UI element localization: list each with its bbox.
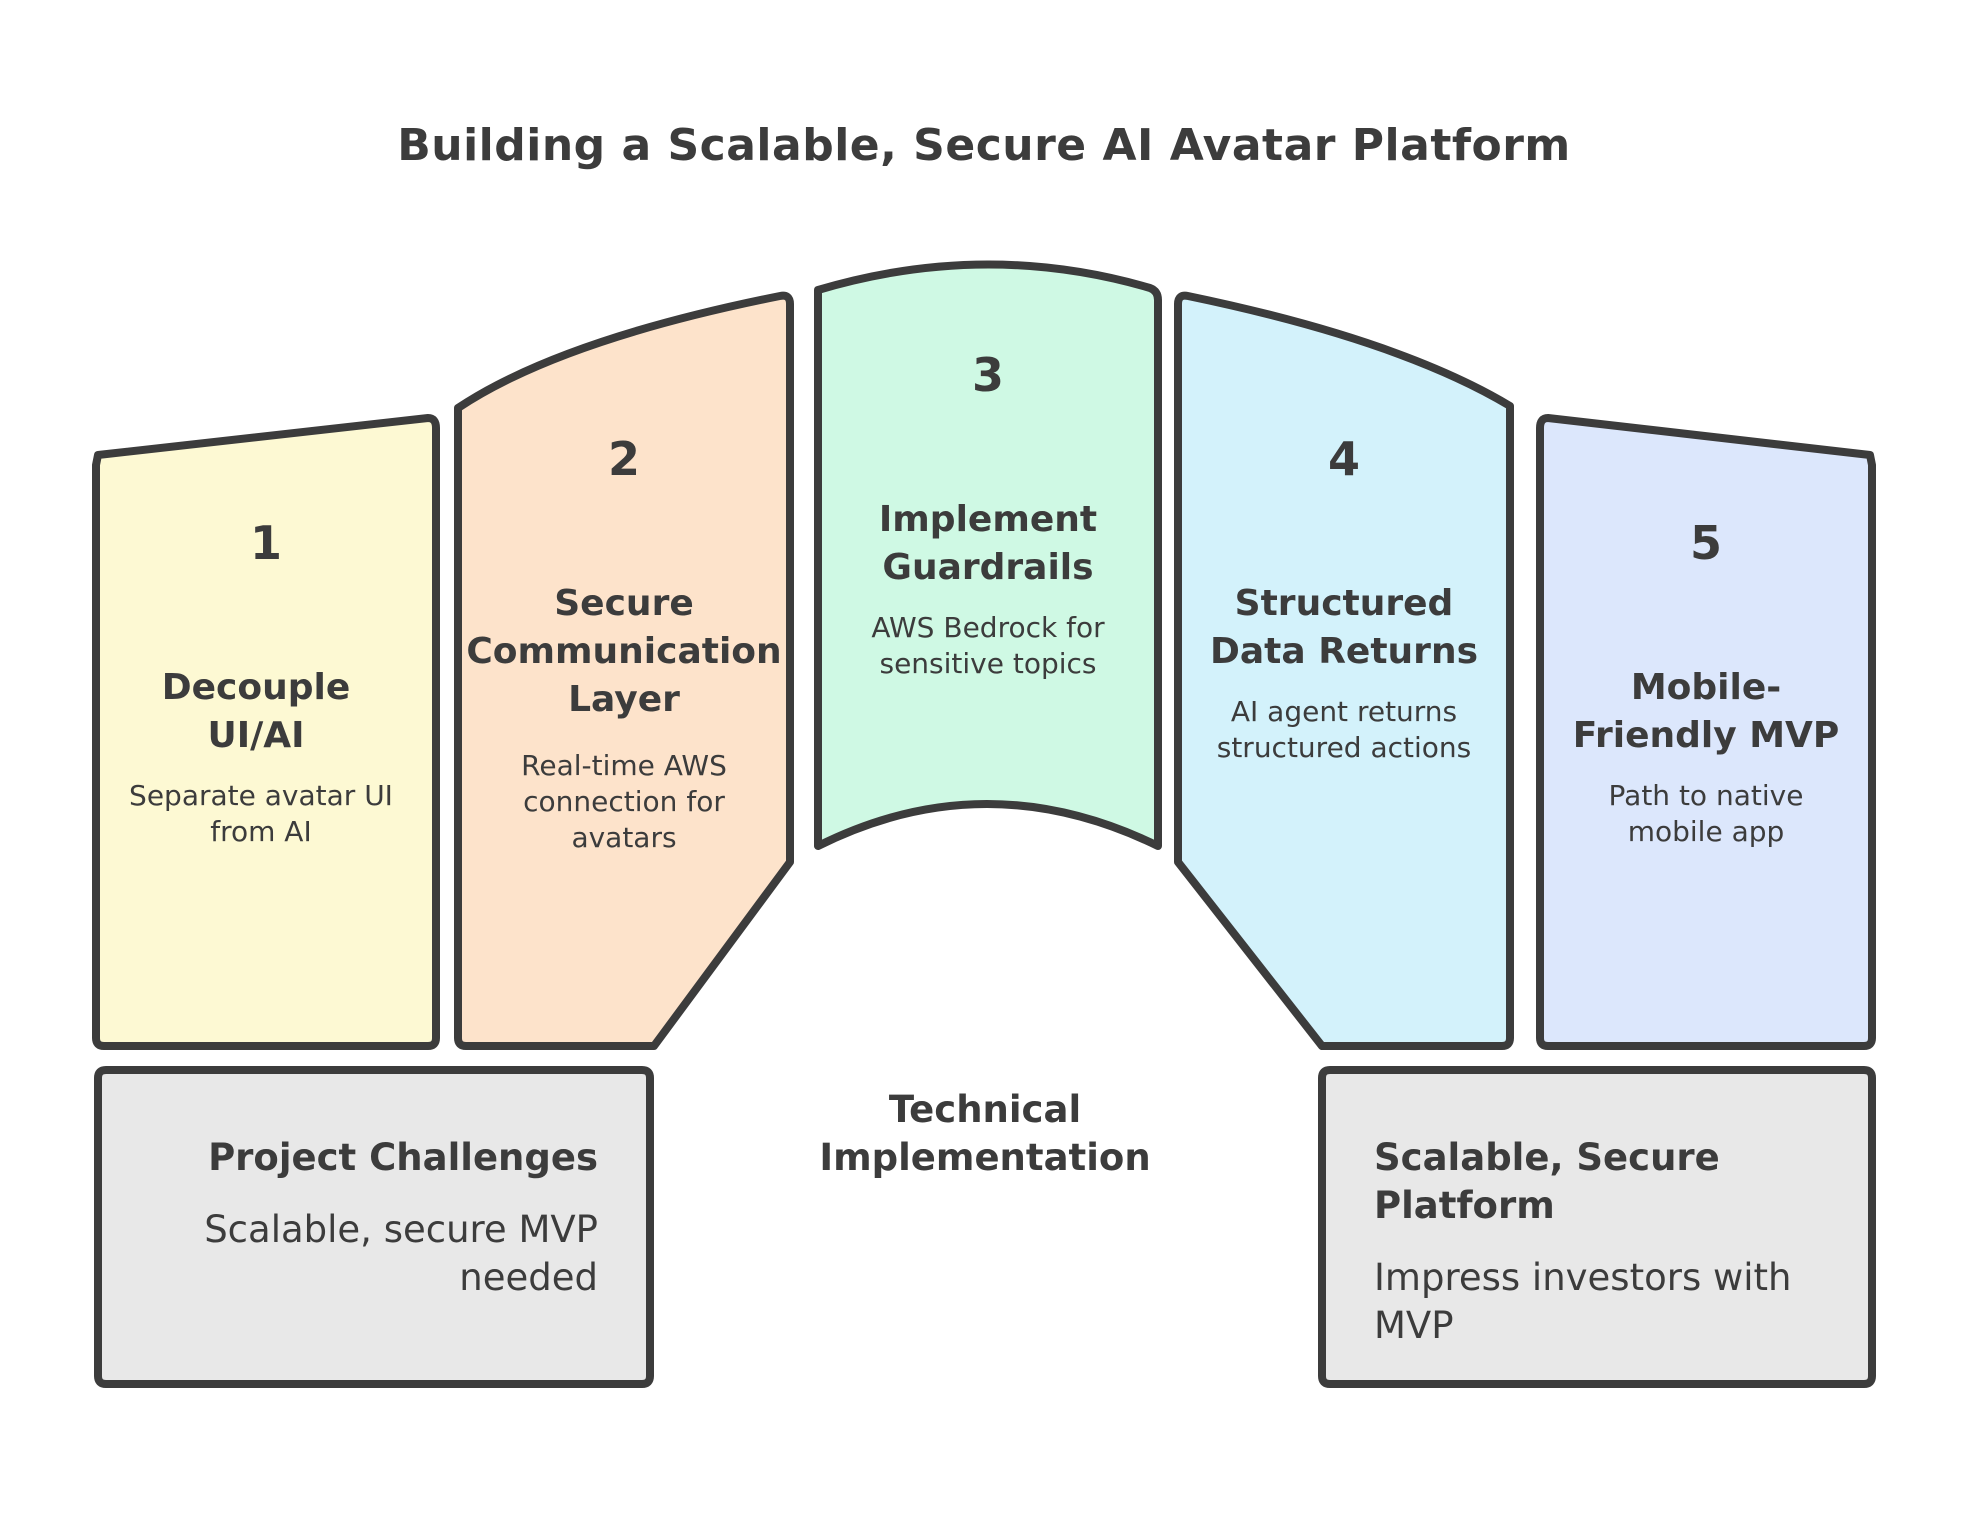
step-4-panel xyxy=(1174,291,1514,1050)
challenges-description: Scalable, secure MVP needed xyxy=(204,1208,598,1299)
step-3-description: AWS Bedrock for sensitive topics xyxy=(871,611,1105,680)
outcome-description: Impress investors with MVP xyxy=(1374,1256,1792,1347)
step-1-title: Decouple UI/AI xyxy=(161,667,351,756)
step-5-description: Path to native mobile app xyxy=(1608,779,1804,848)
step-3-panel xyxy=(814,260,1162,850)
step-4-number: 4 xyxy=(1327,432,1360,486)
center-label: Technical Implementation xyxy=(819,1088,1151,1179)
step-5-panel xyxy=(1536,414,1876,1050)
step-1-number: 1 xyxy=(249,516,282,570)
outcome-title: Scalable, Secure Platform xyxy=(1374,1136,1720,1227)
step-2-number: 2 xyxy=(607,432,640,486)
step-4-description: AI agent returns structured actions xyxy=(1216,695,1472,764)
step-3-number: 3 xyxy=(971,348,1004,402)
step-5-title: Mobile-Friendly MVP xyxy=(1572,667,1840,756)
step-2-title: Secure Communication Layer xyxy=(466,583,782,720)
step-3-title: Implement Guardrails xyxy=(878,499,1098,588)
step-5-number: 5 xyxy=(1689,516,1722,570)
step-1-description: Separate avatar UI from AI xyxy=(129,779,393,848)
challenges-box xyxy=(94,1066,654,1388)
step-1-panel xyxy=(92,414,440,1050)
step-2-description: Real-time AWS connection for avatars xyxy=(521,749,727,854)
outcome-box xyxy=(1318,1066,1876,1388)
step-2-panel xyxy=(454,291,794,1050)
diagram-title: Building a Scalable, Secure AI Avatar Pl… xyxy=(397,120,1571,171)
step-4-title: Structured Data Returns xyxy=(1210,583,1478,672)
challenges-title: Project Challenges xyxy=(208,1136,598,1179)
